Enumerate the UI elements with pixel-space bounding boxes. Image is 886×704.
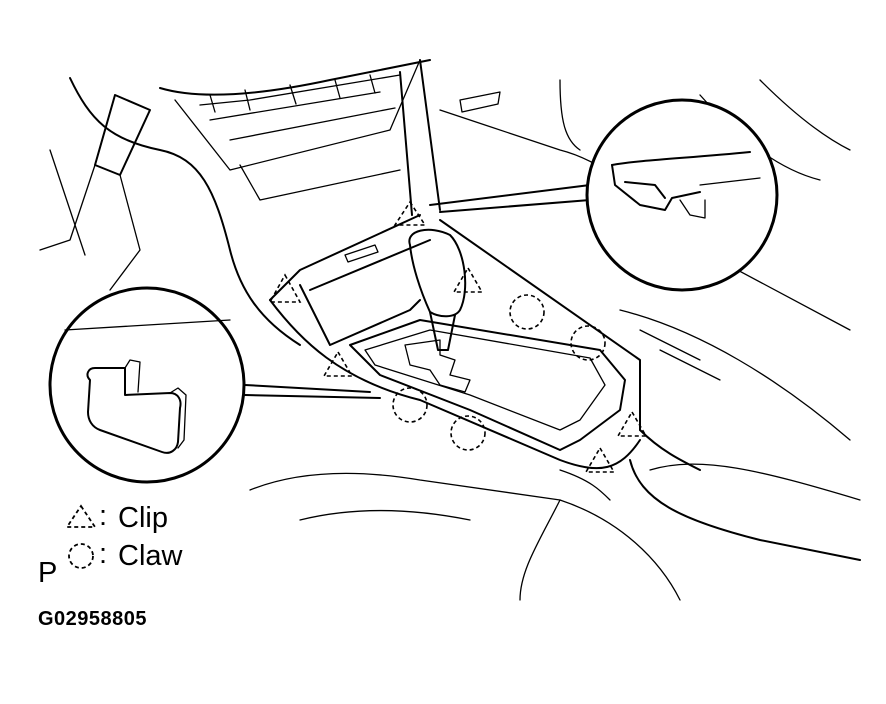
legend-claw-colon: : [99, 538, 108, 570]
claw-marker [570, 325, 606, 361]
clip-marker [393, 200, 427, 226]
clip-markers [268, 200, 648, 473]
claw-marker [392, 387, 428, 423]
dashed-circle-icon [68, 543, 94, 569]
legend-clip-colon: : [99, 500, 108, 532]
clip-marker [452, 266, 484, 293]
clip-detail-callout [585, 98, 779, 292]
legend-claw-label: Claw [118, 540, 183, 572]
figure-code: G02958805 [38, 608, 148, 630]
legend-clip-label: Clip [118, 502, 168, 534]
claw-detail-callout [48, 286, 246, 484]
marker-letter: P [38, 557, 58, 589]
leader-lines [244, 184, 591, 399]
clip-marker [268, 273, 302, 303]
claw-marker [509, 294, 545, 330]
claw-marker [450, 415, 486, 451]
dashed-triangle-icon [65, 504, 97, 528]
claw-markers [392, 294, 606, 451]
